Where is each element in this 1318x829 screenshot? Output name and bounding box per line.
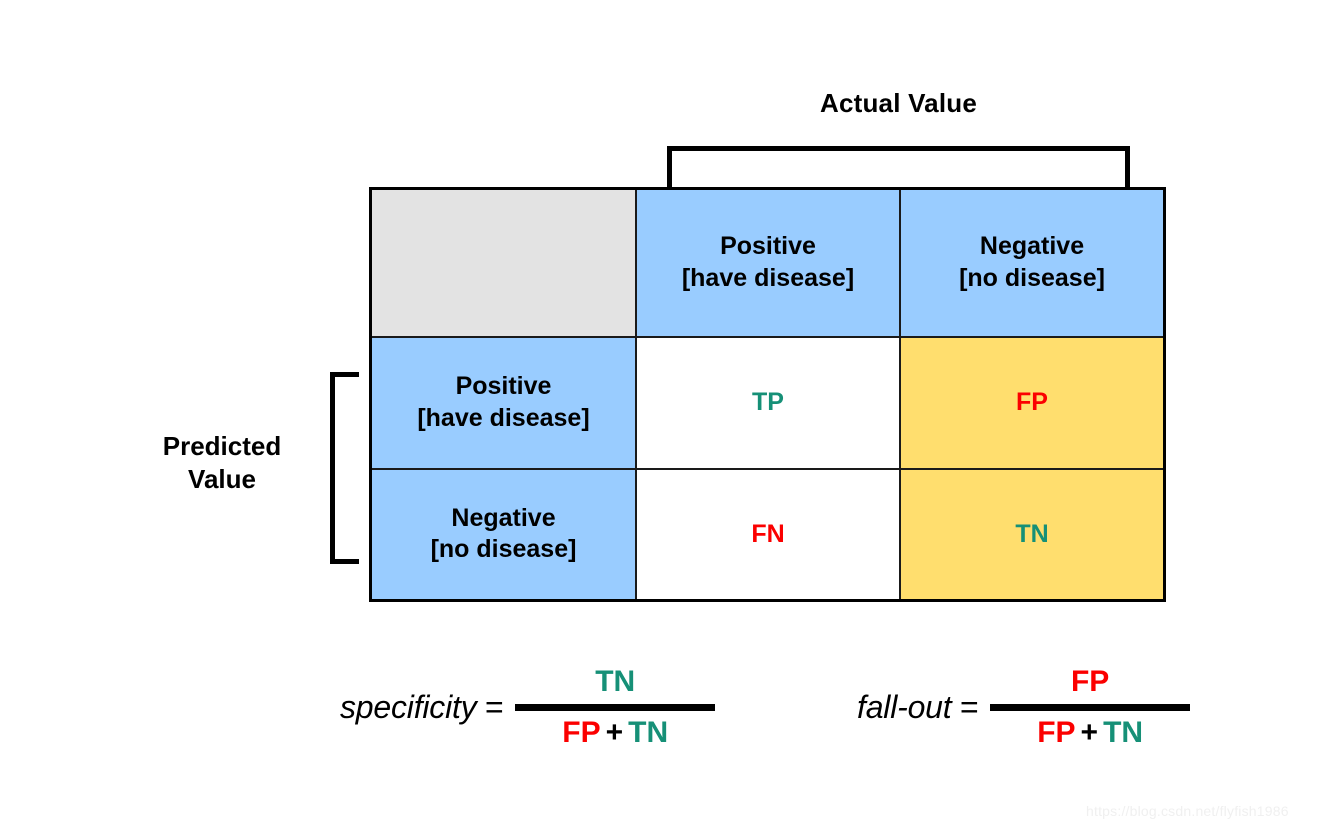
confusion-matrix-table: Positive [have disease] Negative [no dis… — [369, 187, 1166, 602]
formula-specificity-denominator-left: FP — [562, 715, 601, 749]
cell-false-positive-label: FP — [1016, 387, 1048, 416]
watermark: https://blog.csdn.net/flyfish1986 — [1086, 803, 1289, 819]
cell-true-negative: TN — [899, 467, 1166, 602]
row-header-positive: Positive [have disease] — [369, 335, 637, 470]
column-header-positive-line2: [have disease] — [681, 263, 855, 292]
cell-true-positive-label: TP — [752, 387, 784, 416]
predicted-value-title-line2: Value — [188, 464, 256, 495]
actual-value-title: Actual Value — [819, 88, 978, 118]
formula-fallout: fall-out = FP FP+TN — [857, 666, 1191, 749]
matrix-header-row: Positive [have disease] Negative [no dis… — [369, 187, 1166, 338]
formula-fallout-denominator: FP+TN — [1037, 711, 1143, 749]
predicted-value-bracket — [330, 372, 359, 564]
formula-fallout-bar — [990, 703, 1191, 711]
formula-specificity-fraction: TN FP+TN — [515, 666, 716, 749]
cell-false-negative-label: FN — [751, 519, 785, 548]
column-header-negative-line2: [no disease] — [959, 263, 1105, 292]
row-header-positive-line2: [have disease] — [417, 403, 590, 432]
formula-specificity-denominator-right: TN — [628, 715, 669, 749]
row-header-negative-line2: [no disease] — [430, 535, 577, 564]
formula-fallout-numerator: FP — [1071, 666, 1109, 704]
cell-true-positive: TP — [635, 335, 901, 470]
formula-specificity-name: specificity — [340, 688, 477, 725]
cell-false-negative: FN — [635, 467, 901, 602]
row-header-negative: Negative [no disease] — [369, 467, 637, 602]
column-header-negative: Negative [no disease] — [899, 187, 1166, 338]
cell-false-positive: FP — [899, 335, 1166, 470]
formula-specificity: specificity = TN FP+TN — [340, 666, 716, 749]
column-header-positive: Positive [have disease] — [635, 187, 901, 338]
formula-specificity-denominator-operator: + — [605, 715, 624, 749]
cell-true-negative-label: TN — [1015, 519, 1049, 548]
formula-fallout-numerator-term: FP — [1070, 665, 1110, 698]
predicted-value-title-line1: Predicted — [162, 431, 282, 461]
matrix-row-predicted-positive: Positive [have disease] TP FP — [369, 335, 1166, 470]
formula-fallout-name: fall-out — [857, 688, 952, 725]
row-header-negative-line1: Negative — [451, 503, 556, 532]
formula-specificity-denominator: FP+TN — [562, 711, 668, 749]
actual-value-bracket — [667, 146, 1130, 187]
formula-fallout-equals: = — [959, 688, 979, 725]
formula-specificity-equals: = — [484, 688, 504, 725]
formula-specificity-numerator-term: TN — [595, 665, 636, 698]
formula-fallout-denominator-right: TN — [1103, 715, 1144, 749]
predicted-value-title: Predicted Value — [112, 430, 332, 497]
column-header-positive-line1: Positive — [720, 232, 816, 261]
formula-specificity-numerator: TN — [595, 666, 635, 704]
column-header-negative-line1: Negative — [979, 232, 1085, 261]
matrix-row-predicted-negative: Negative [no disease] FN TN — [369, 467, 1166, 602]
formula-fallout-denominator-left: FP — [1037, 715, 1076, 749]
formula-fallout-fraction: FP FP+TN — [990, 666, 1191, 749]
row-header-positive-line1: Positive — [455, 372, 552, 400]
formula-fallout-denominator-operator: + — [1080, 715, 1099, 749]
matrix-corner-cell — [369, 187, 637, 338]
formula-specificity-bar — [515, 703, 716, 711]
